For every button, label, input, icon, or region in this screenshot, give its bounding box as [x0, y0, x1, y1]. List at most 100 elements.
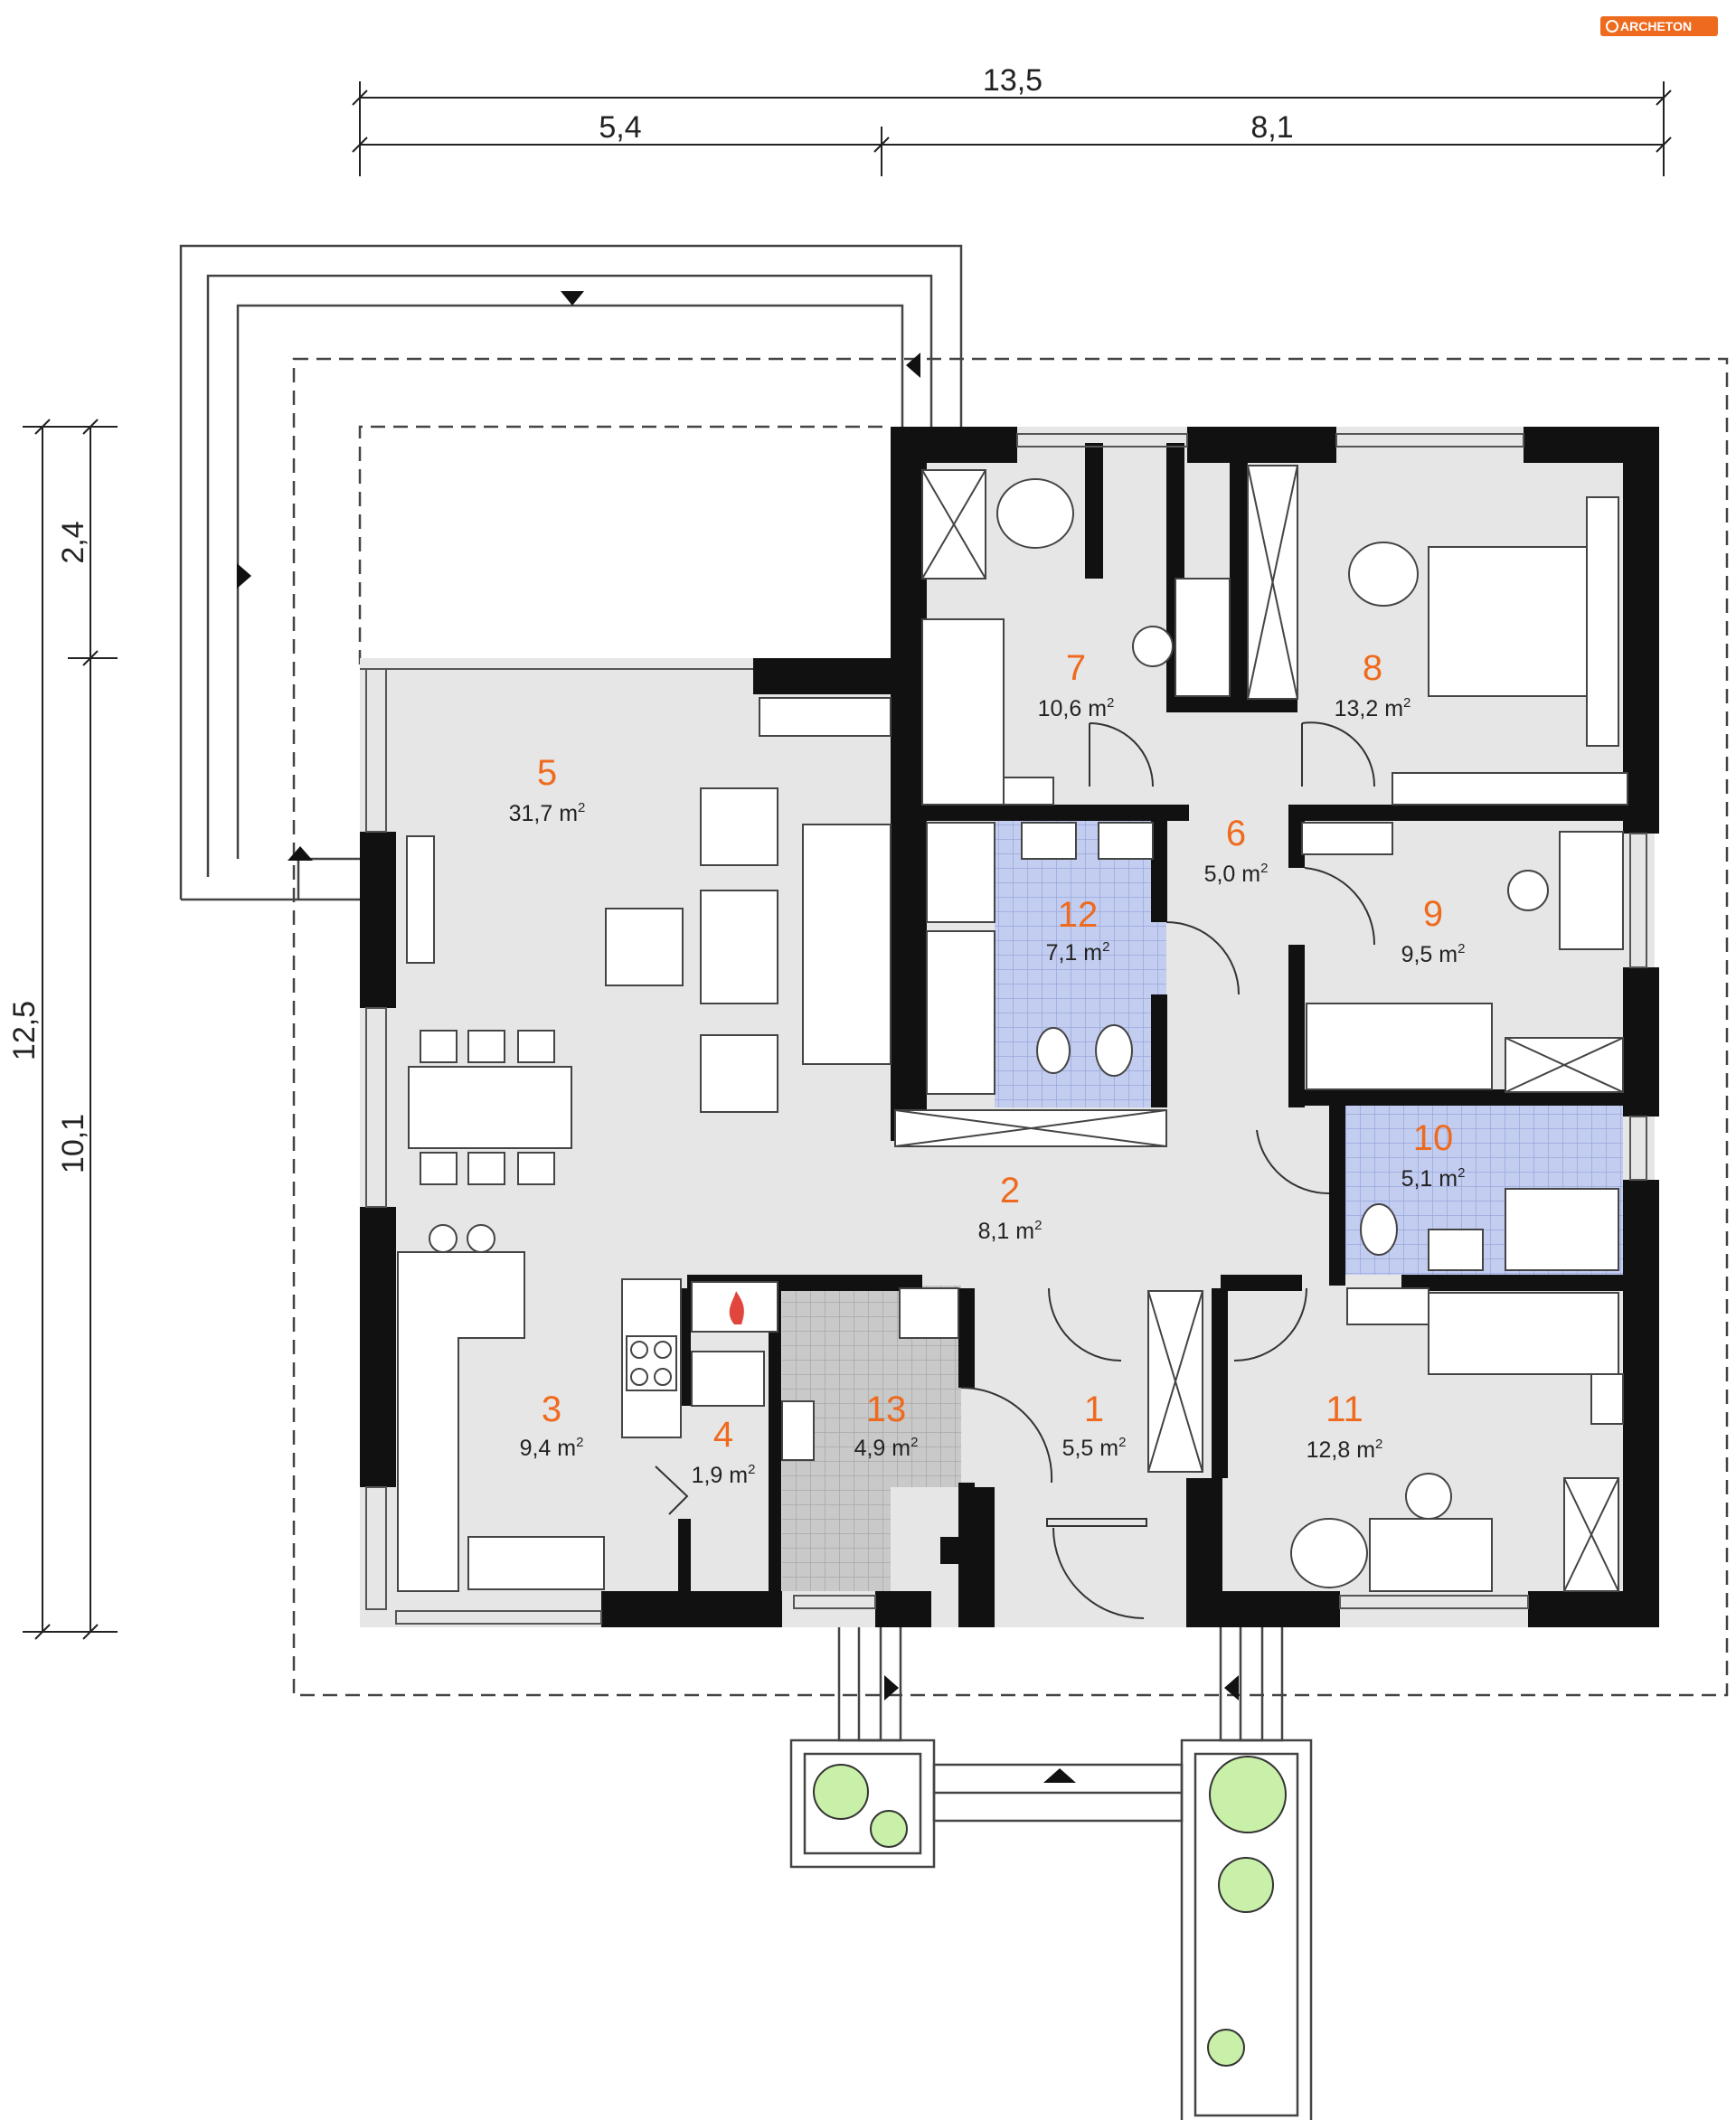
armchair-icon	[605, 908, 684, 986]
room-2-label: 2 8,1 m2	[978, 1171, 1043, 1244]
svg-text:8: 8	[1363, 648, 1382, 688]
chair-icon	[1507, 870, 1549, 911]
svg-text:3: 3	[542, 1390, 561, 1429]
svg-text:4,9 m2: 4,9 m2	[854, 1435, 919, 1461]
svg-text:7,1 m2: 7,1 m2	[1046, 939, 1110, 966]
plant-icon	[870, 1810, 908, 1848]
bed-icon	[1428, 1292, 1619, 1375]
desk-icon	[1175, 578, 1231, 697]
svg-text:2: 2	[1000, 1171, 1020, 1211]
room-3-label: 3 9,4 m2	[520, 1390, 584, 1461]
svg-text:9: 9	[1423, 894, 1443, 934]
svg-text:4: 4	[713, 1415, 733, 1455]
roof-outline	[292, 357, 1729, 1697]
front-walkway	[789, 1621, 1313, 2120]
bed-icon	[921, 618, 1005, 806]
shower-icon	[1505, 1188, 1619, 1271]
svg-text:12: 12	[1058, 895, 1099, 935]
plants	[813, 1756, 1287, 2067]
arrow-left-icon	[1224, 1675, 1239, 1701]
kitchen-counter-icon	[397, 1251, 525, 1592]
room-4-label: 4 1,9 m2	[692, 1415, 756, 1488]
arrow-right-icon	[237, 563, 251, 589]
furniture	[397, 465, 1628, 1592]
arrow-left-icon	[906, 353, 920, 378]
plant-icon	[813, 1764, 869, 1820]
svg-text:13: 13	[866, 1390, 907, 1429]
armchair-icon	[1290, 1518, 1368, 1588]
windows	[360, 433, 1647, 1625]
logo-text: ARCHETON	[1620, 19, 1692, 33]
arrow-up-icon	[288, 846, 313, 861]
room-1-label: 1 5,5 m2	[1062, 1390, 1127, 1461]
armchair-icon	[700, 1034, 778, 1113]
svg-text:9,5 m2: 9,5 m2	[1401, 941, 1466, 967]
desk-icon	[1559, 831, 1624, 950]
dim-left-width: 5,4	[599, 110, 641, 145]
room-12-label: 12 7,1 m2	[1046, 895, 1110, 966]
toilet-icon	[1360, 1203, 1398, 1256]
sofa-icon	[802, 824, 892, 1065]
path-arrows	[237, 291, 1239, 1783]
shower-icon	[926, 822, 995, 923]
svg-text:6: 6	[1226, 814, 1246, 853]
bathroom-12-floor	[995, 818, 1166, 1107]
svg-text:5,5 m2: 5,5 m2	[1062, 1435, 1127, 1461]
left-dimensions	[23, 419, 118, 1640]
svg-text:10: 10	[1413, 1118, 1454, 1158]
room-10-label: 10 5,1 m2	[1401, 1118, 1466, 1192]
svg-text:1: 1	[1084, 1390, 1104, 1429]
sink-icon	[781, 1400, 815, 1461]
svg-text:1,9 m2: 1,9 m2	[692, 1462, 756, 1488]
doors	[655, 721, 1376, 1619]
svg-text:5: 5	[537, 753, 557, 793]
fire-icon	[729, 1291, 744, 1324]
svg-text:5,0 m2: 5,0 m2	[1204, 861, 1269, 887]
plant-icon	[1218, 1857, 1274, 1913]
utility-13-floor	[782, 1286, 961, 1591]
room-8-label: 8 13,2 m2	[1335, 648, 1411, 721]
room-7-label: 7 10,6 m2	[1038, 648, 1115, 721]
room-9-label: 9 9,5 m2	[1401, 894, 1466, 967]
svg-text:31,7 m2: 31,7 m2	[509, 800, 586, 826]
arrow-down-icon	[561, 291, 584, 306]
plant-icon	[1209, 1756, 1287, 1833]
coffee-table-icon	[700, 890, 778, 1004]
svg-text:5,1 m2: 5,1 m2	[1401, 1165, 1466, 1192]
chair-icon	[1405, 1473, 1452, 1520]
armchair-icon	[996, 478, 1074, 549]
room-11-label: 11 12,8 m2	[1307, 1390, 1383, 1463]
toilet-icon	[1095, 1024, 1133, 1077]
desk-icon	[1369, 1518, 1493, 1592]
sink-icon	[1021, 822, 1077, 860]
top-dimensions	[352, 81, 1672, 176]
bed-icon	[1306, 1003, 1493, 1090]
dim-terrace-depth: 2,4	[56, 521, 90, 563]
sink-icon	[1428, 1229, 1484, 1271]
armchair-icon	[700, 787, 778, 866]
room-13-label: 13 4,9 m2	[854, 1390, 919, 1461]
room-5-label: 5 31,7 m2	[509, 753, 586, 826]
dim-overall-width: 13,5	[983, 63, 1043, 98]
kitchen-sink-icon	[467, 1536, 605, 1590]
dim-right-width: 8,1	[1250, 110, 1293, 145]
svg-text:7: 7	[1066, 648, 1086, 688]
arrow-right-icon	[884, 1675, 899, 1701]
bathtub-icon	[926, 930, 995, 1095]
dim-house-depth: 10,1	[56, 1114, 90, 1173]
chair-icon	[1132, 626, 1174, 667]
sink-icon	[1098, 822, 1154, 860]
svg-text:13,2 m2: 13,2 m2	[1335, 695, 1411, 721]
svg-text:8,1 m2: 8,1 m2	[978, 1218, 1043, 1244]
fireplace-icon	[406, 835, 435, 964]
armchair-icon	[1348, 542, 1419, 607]
archeton-logo: ARCHETON	[1600, 16, 1718, 36]
room-6-label: 6 5,0 m2	[1204, 814, 1269, 887]
room-labels: 1 5,5 m2 2 8,1 m2 3 9,4 m2 4 1,9 m2 5 31…	[509, 648, 1466, 1488]
svg-text:9,4 m2: 9,4 m2	[520, 1435, 584, 1461]
plant-icon	[1207, 2029, 1245, 2067]
bidet-icon	[1036, 1027, 1071, 1074]
svg-text:10,6 m2: 10,6 m2	[1038, 695, 1115, 721]
svg-text:11: 11	[1326, 1390, 1363, 1429]
